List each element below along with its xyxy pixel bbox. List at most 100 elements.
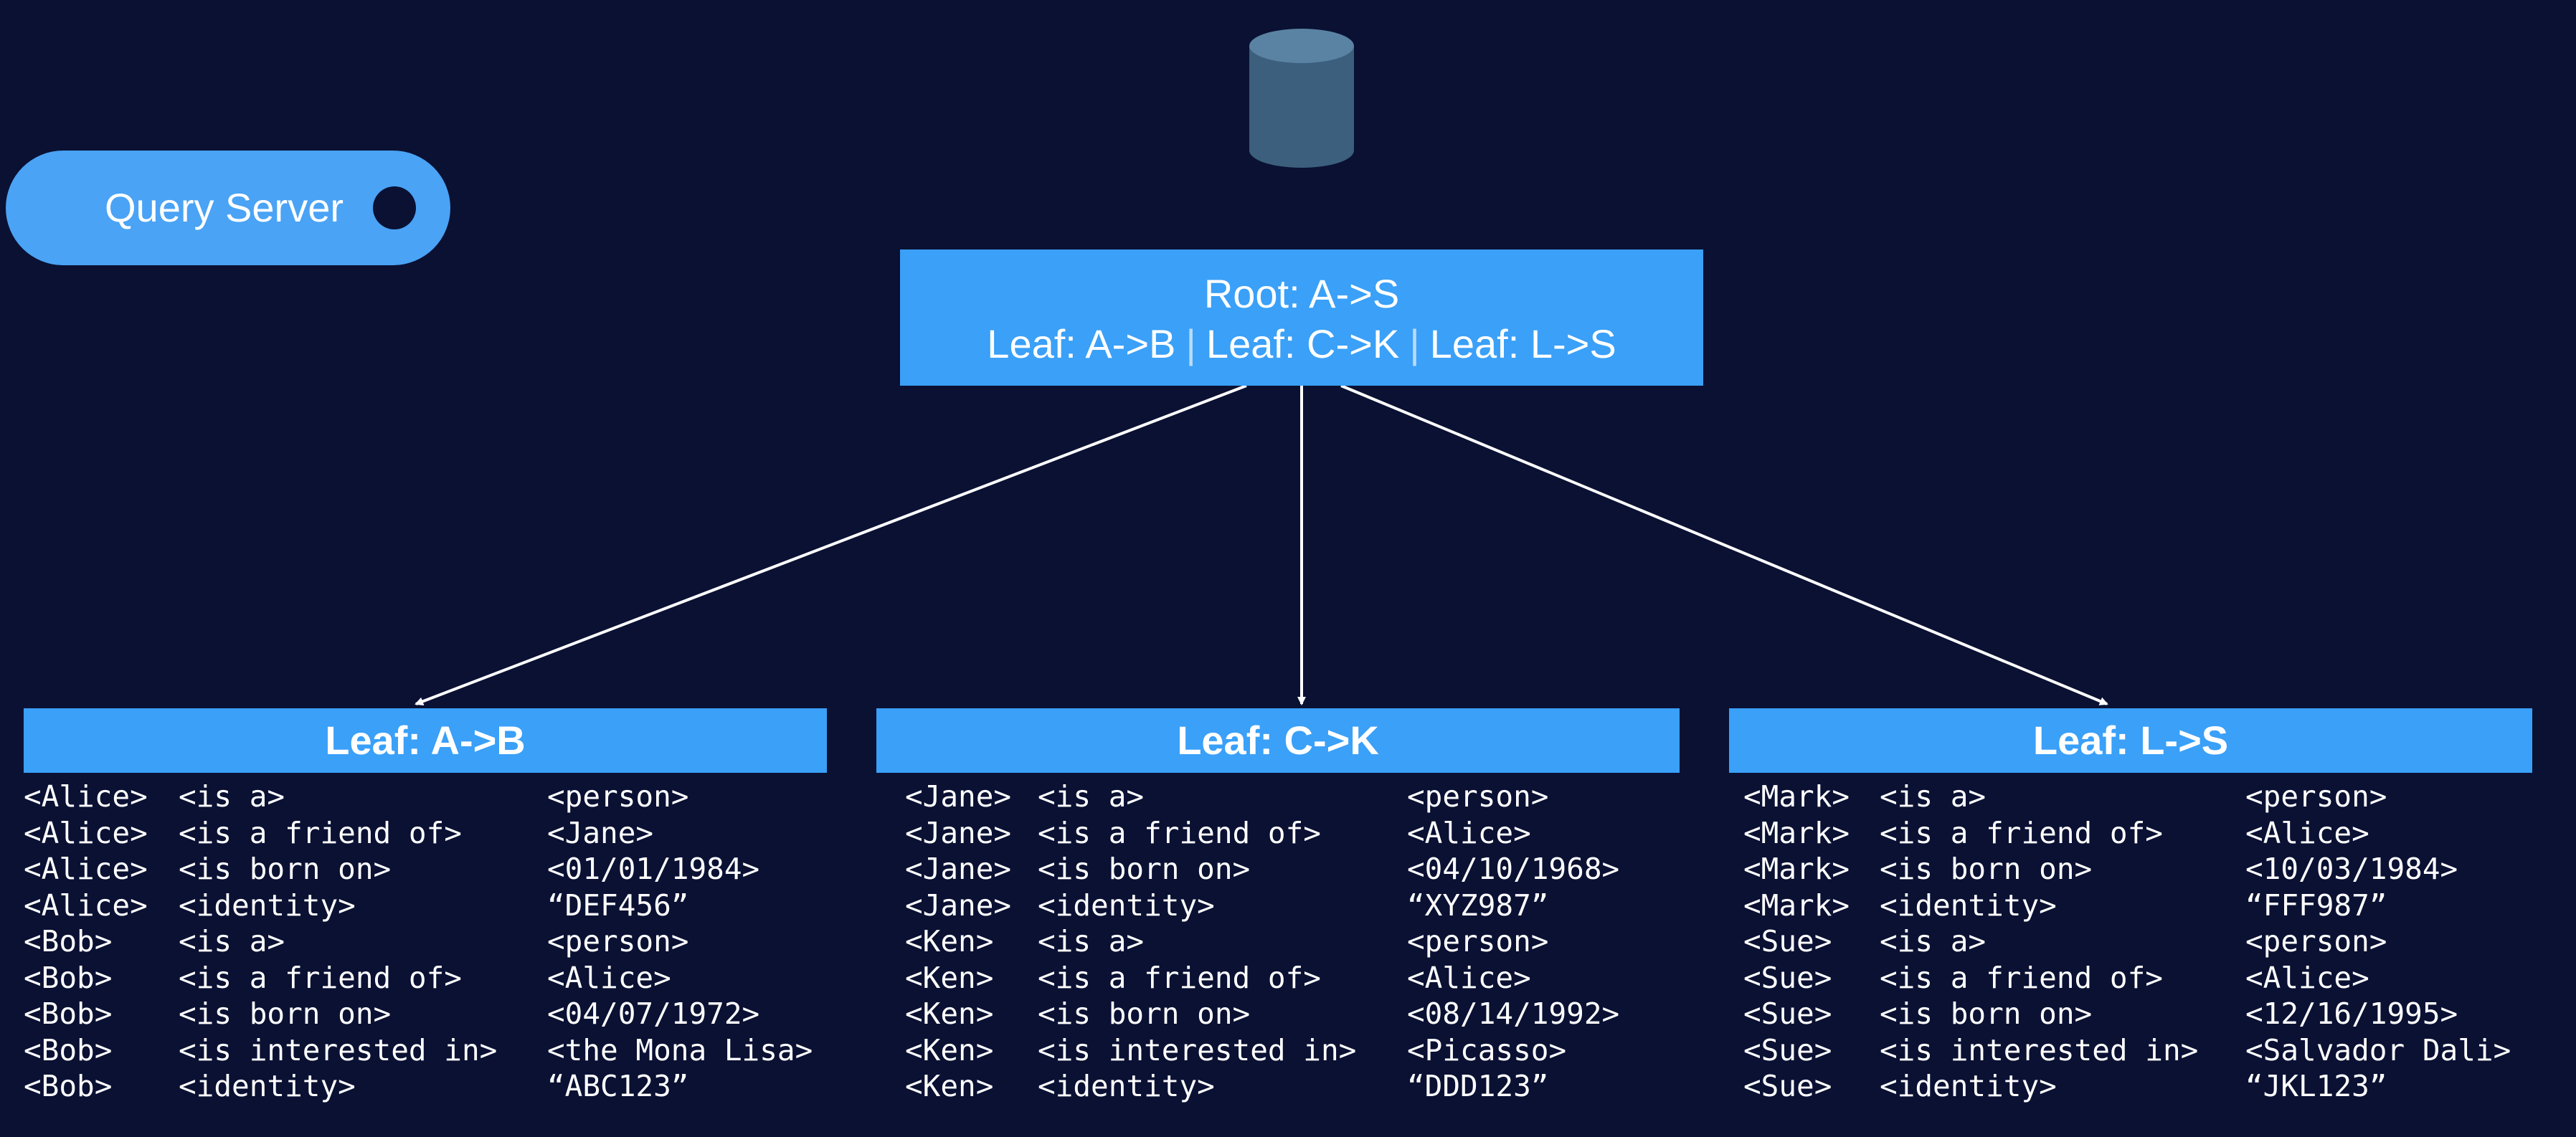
query-server-node: Query Server: [6, 151, 450, 265]
arrow-root-to-leaf-l: [1340, 384, 2108, 705]
triple-list: <Alice><is a><person><Alice><is a friend…: [24, 779, 827, 1105]
leaf-node-a-b: Leaf: A->B <Alice><is a><person><Alice><…: [24, 708, 827, 1105]
triple-row: <Bob><identity>“ABC123”: [24, 1068, 827, 1105]
triple-subject: <Bob>: [24, 924, 113, 958]
triple-predicate: <is a friend of>: [1880, 960, 2163, 995]
triple-row: <Sue> <is a friend of> <Alice>: [1729, 960, 2532, 996]
triple-row: <Alice> <is born on> <01/01/1984>: [24, 851, 827, 888]
root-leaf-range-c: Leaf: C->K: [1206, 321, 1400, 366]
triple-object: <Alice>: [1407, 960, 1531, 995]
triple-object: <Salvador Dali>: [2245, 1032, 2511, 1067]
triple-subject: <Bob>: [24, 996, 113, 1031]
leaf-node-c-k: Leaf: C->K <Jane><is a><person><Jane><is…: [876, 708, 1680, 1105]
triple-subject: <Alice>: [24, 888, 148, 923]
triple-object: <Alice>: [2245, 815, 2369, 850]
triple-row: <Bob> <is born on> <04/07/1972>: [24, 996, 827, 1032]
triple-row: <Jane><is a><person>: [876, 779, 1680, 815]
triple-row: <Ken> <is a friend of> <Alice>: [876, 960, 1680, 996]
triple-predicate: <is a friend of>: [1038, 960, 1321, 995]
triple-predicate: <is a friend of>: [1038, 815, 1321, 850]
triple-predicate: <is interested in>: [1038, 1032, 1357, 1067]
triple-subject: <Mark>: [1743, 852, 1850, 886]
triple-predicate: <is born on>: [179, 852, 392, 886]
triple-subject: <Jane>: [905, 815, 1012, 850]
arrow-root-to-leaf-a: [415, 384, 1247, 706]
triple-predicate: <is born on>: [1880, 852, 2093, 886]
triple-subject: <Jane>: [905, 779, 1012, 814]
triple-object: “FFF987”: [2245, 888, 2387, 923]
triple-predicate: <identity>: [1038, 888, 1215, 923]
triple-row: <Ken><is interested in><Picasso>: [876, 1032, 1680, 1069]
triple-object: <Alice>: [1407, 815, 1531, 850]
triple-predicate: <identity>: [1880, 888, 2057, 923]
triple-predicate: <is a>: [179, 779, 285, 814]
triple-subject: <Mark>: [1743, 779, 1850, 814]
triple-row: <Alice><is a friend of><Jane>: [24, 815, 827, 852]
triple-predicate: <is a>: [1880, 924, 1987, 958]
root-leaf-ranges: Leaf: A->B|Leaf: C->K|Leaf: L->S: [900, 321, 1703, 367]
root-node: Root: A->S Leaf: A->B|Leaf: C->K|Leaf: L…: [900, 249, 1703, 386]
leaf-header: Leaf: A->B: [24, 708, 827, 773]
triple-predicate: <is born on>: [179, 996, 392, 1031]
root-title: Root: A->S: [1203, 271, 1400, 316]
triple-object: <the Mona Lisa>: [547, 1032, 813, 1067]
triple-row: <Bob><is a friend of><Alice>: [24, 960, 827, 996]
triple-row: <Alice><identity>“DEF456”: [24, 888, 827, 924]
leaf-header: Leaf: C->K: [876, 708, 1680, 773]
triple-object: <12/16/1995>: [2245, 996, 2458, 1031]
triple-subject: <Alice>: [24, 852, 148, 886]
triple-subject: <Sue>: [1743, 960, 1832, 995]
triple-object: <person>: [547, 779, 689, 814]
triple-predicate: <is born on>: [1880, 996, 2093, 1031]
triple-row: <Mark> <is a friend of> <Alice>: [1729, 815, 2532, 852]
triple-object: <Alice>: [2245, 960, 2369, 995]
triple-predicate: <identity>: [179, 888, 356, 923]
triple-object: <Jane>: [547, 815, 654, 850]
triple-object: “DDD123”: [1407, 1069, 1549, 1103]
triple-subject: <Ken>: [905, 960, 994, 995]
triple-row: <Mark><is born on><10/03/1984>: [1729, 851, 2532, 888]
triple-row: <Jane><identity>“XYZ987”: [876, 888, 1680, 924]
triple-row: <Jane><is born on><04/10/1968>: [876, 851, 1680, 888]
triple-subject: <Sue>: [1743, 1069, 1832, 1103]
query-server-label: Query Server: [105, 185, 344, 230]
divider: |: [1409, 321, 1420, 366]
triple-subject: <Alice>: [24, 779, 148, 814]
triple-object: “ABC123”: [547, 1069, 689, 1103]
triple-predicate: <is a friend of>: [1880, 815, 2163, 850]
triple-predicate: <is a friend of>: [179, 960, 462, 995]
triple-subject: <Sue>: [1743, 996, 1832, 1031]
triple-object: <person>: [1407, 779, 1549, 814]
triple-predicate: <is a>: [179, 924, 285, 958]
triple-row: <Mark><is a><person>: [1729, 779, 2532, 815]
triple-object: <08/14/1992>: [1407, 996, 1620, 1031]
triple-row: <Ken><identity>“DDD123”: [876, 1068, 1680, 1105]
triple-subject: <Jane>: [905, 888, 1012, 923]
triple-row: <Sue><identity>“JKL123”: [1729, 1068, 2532, 1105]
triple-object: <Alice>: [547, 960, 671, 995]
triple-subject: <Ken>: [905, 1069, 994, 1103]
root-leaf-range-l: Leaf: L->S: [1429, 321, 1616, 366]
triple-predicate: <identity>: [1880, 1069, 2057, 1103]
triple-object: <person>: [2245, 924, 2387, 958]
triple-object: <person>: [547, 924, 689, 958]
query-server-dot-icon: [373, 186, 416, 229]
triple-predicate: <is born on>: [1038, 996, 1251, 1031]
triple-predicate: <is interested in>: [1880, 1032, 2199, 1067]
triple-list: <Mark><is a><person><Mark><is a friend o…: [1729, 779, 2532, 1105]
triple-row: <Bob> <is a> <person>: [24, 923, 827, 960]
triple-list: <Jane><is a><person><Jane><is a friend o…: [876, 779, 1680, 1105]
triple-row: <Mark><identity>“FFF987”: [1729, 888, 2532, 924]
triple-subject: <Mark>: [1743, 815, 1850, 850]
triple-subject: <Alice>: [24, 815, 148, 850]
triple-subject: <Ken>: [905, 996, 994, 1031]
triple-object: <04/07/1972>: [547, 996, 760, 1031]
triple-object: <01/01/1984>: [547, 852, 760, 886]
triple-subject: <Ken>: [905, 924, 994, 958]
triple-object: <04/10/1968>: [1407, 852, 1620, 886]
triple-object: <person>: [1407, 924, 1549, 958]
triple-subject: <Jane>: [905, 852, 1012, 886]
triple-object: <Picasso>: [1407, 1032, 1567, 1067]
triple-object: <person>: [2245, 779, 2387, 814]
divider: |: [1185, 321, 1196, 366]
